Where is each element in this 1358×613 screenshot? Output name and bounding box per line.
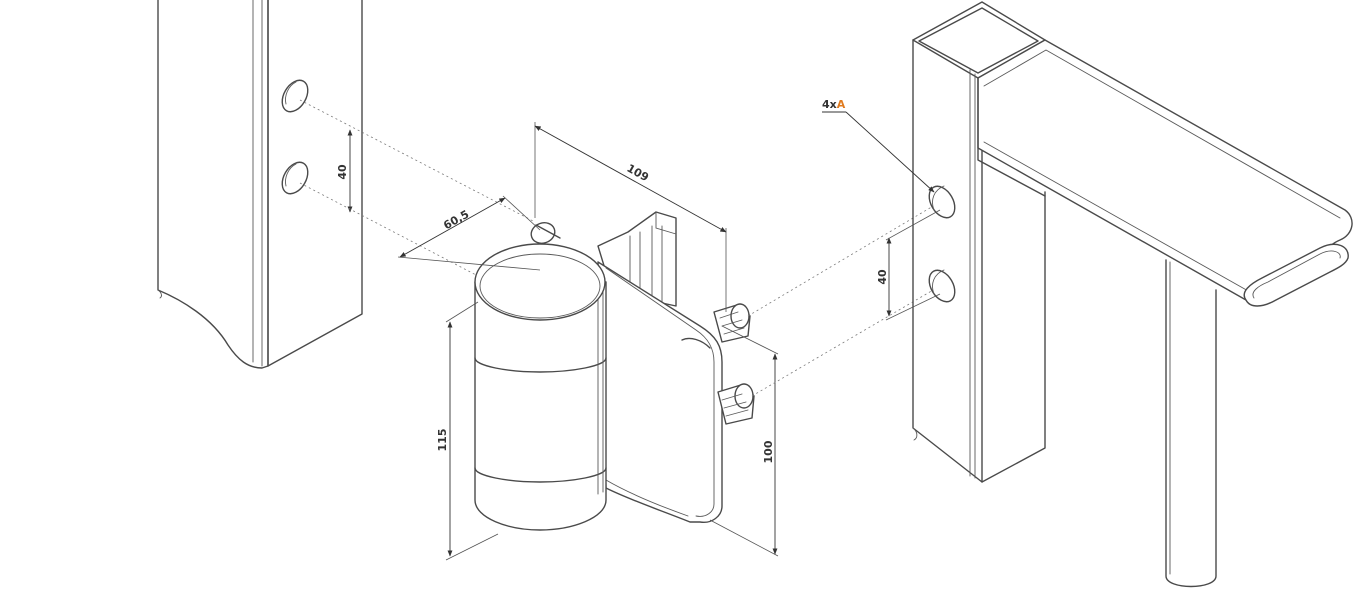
dimension-label-109: 109: [625, 162, 651, 185]
right-gate-frame: [912, 1, 1353, 588]
dimension-label-60-5: 60,5: [441, 208, 471, 233]
dimension-label-115: 115: [436, 429, 449, 452]
stud-upper: [713, 303, 751, 343]
callout-count: 4x: [822, 98, 837, 111]
dimension-hole-spacing-left: 40: [336, 129, 353, 213]
dimension-label-40-left: 40: [336, 164, 349, 180]
dimension-label-40-right: 40: [876, 269, 889, 285]
dimension-label-100: 100: [762, 440, 775, 463]
dimension-plate-height-100: 100: [709, 325, 779, 557]
hole-callout: 4xA: [822, 98, 935, 193]
dimension-hole-spacing-right: 40: [876, 209, 941, 321]
hinge-assembly: [474, 211, 755, 531]
left-post: [157, 0, 363, 369]
dimension-body-height-115: 115: [436, 301, 499, 561]
svg-text:4xA: 4xA: [822, 98, 846, 111]
callout-letter: A: [837, 98, 846, 111]
hinge-cylinder: [474, 243, 607, 531]
stud-lower: [717, 383, 755, 425]
